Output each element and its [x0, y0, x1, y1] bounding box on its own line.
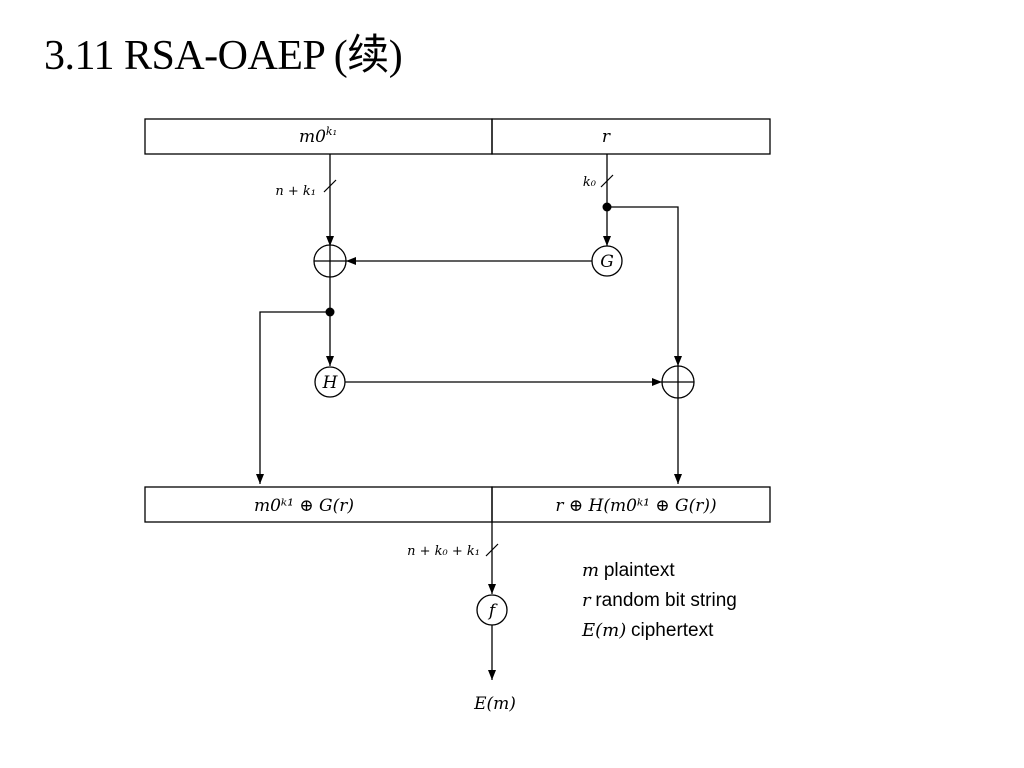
- right-wire-label: k₀: [583, 175, 597, 190]
- top-right-box: [491, 118, 771, 155]
- g-node-label: G: [600, 252, 614, 272]
- xor-node-2: [661, 365, 695, 399]
- legend-item-ciphertext: E(m) ciphertext: [582, 620, 714, 641]
- legend-item-random: r random bit string: [582, 590, 737, 611]
- wire-r-tick: [600, 174, 614, 188]
- xor-node-1: [313, 244, 347, 278]
- bottom-left-box-label: m0ᵏ¹ ⊕ G(r): [254, 496, 354, 516]
- top-right-box-label: r: [602, 127, 611, 147]
- slide-title: 3.11 RSA-OAEP (续): [44, 33, 403, 79]
- f-node-label: f: [487, 601, 498, 621]
- wire-out-tick: [485, 543, 499, 557]
- wire-xor-branch: [256, 311, 330, 484]
- top-left-box-label: m0k₁: [299, 125, 337, 147]
- left-wire-label: n + k₁: [275, 184, 316, 199]
- output-wire-label: n + k₀ + k₁: [407, 544, 480, 559]
- bottom-right-box: [491, 486, 771, 523]
- output-label: E(m): [473, 694, 516, 714]
- h-node-label: H: [322, 373, 339, 393]
- wire-r-branch: [607, 206, 682, 366]
- bottom-right-box-label: r ⊕ H(m0ᵏ¹ ⊕ G(r)): [555, 496, 716, 516]
- legend-item-plaintext: m plaintext: [582, 560, 675, 581]
- wire-m-tick: [323, 179, 337, 193]
